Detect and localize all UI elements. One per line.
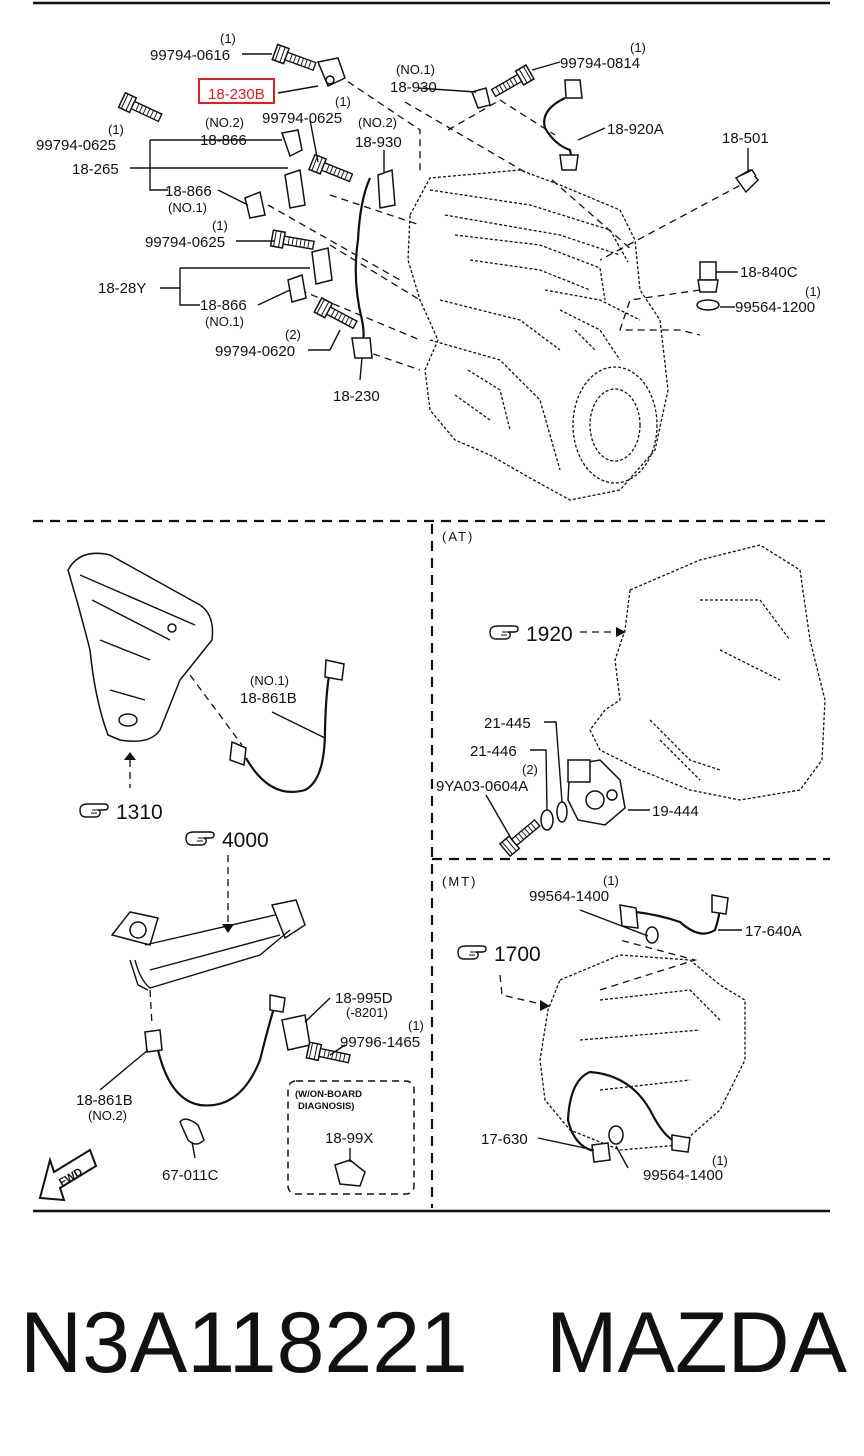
qty-99794-0814: (1) bbox=[630, 40, 646, 55]
section-at-label: (AT) bbox=[442, 529, 474, 544]
manifold-section: (NO.1) 18-861B 1310 bbox=[67, 552, 345, 824]
label-18-99X: 18-99X bbox=[325, 1130, 373, 1147]
note-18-930-no2: (NO.2) bbox=[358, 115, 397, 130]
highlight-box bbox=[198, 78, 275, 104]
note-18-995D: (-8201) bbox=[346, 1005, 388, 1020]
label-67-011C: 67-011C bbox=[162, 1167, 219, 1184]
label-99796-1465: 99796-1465 bbox=[340, 1034, 420, 1051]
label-18-861B-no2: 18-861B bbox=[76, 1092, 133, 1109]
qty-99796-1465: (1) bbox=[408, 1018, 424, 1033]
label-99564-1400-b: 99564-1400 bbox=[643, 1167, 723, 1184]
qty-9YA03: (2) bbox=[522, 762, 538, 777]
brand-caption: MAZDA bbox=[546, 1295, 848, 1391]
label-18-920A: 18-920A bbox=[607, 121, 664, 138]
obd-note-line-1: (W/ON-BOARD bbox=[295, 1089, 362, 1100]
label-21-446: 21-446 bbox=[470, 743, 517, 760]
label-18-861B-no1: 18-861B bbox=[240, 690, 297, 707]
qty-99564-1200: (1) bbox=[805, 284, 821, 299]
obd-note-line-2: DIAGNOSIS) bbox=[298, 1101, 354, 1112]
label-18-840C: 18-840C bbox=[740, 264, 798, 281]
ref-1700: 1700 bbox=[494, 943, 541, 966]
qty-99794-0616: (1) bbox=[220, 31, 236, 46]
label-19-444: 19-444 bbox=[652, 803, 699, 820]
section-mt-label: (MT) bbox=[442, 874, 477, 889]
qty-99794-0625-b: (1) bbox=[335, 94, 351, 109]
fwd-arrow-icon: FWD bbox=[38, 1148, 98, 1202]
qty-99794-0625-c: (1) bbox=[212, 218, 228, 233]
exhaust-pipe-section: 4000 18-995D (-8201) (1) 99796-1465 18-8… bbox=[38, 829, 424, 1202]
note-18-866-no1-b: (NO.1) bbox=[205, 314, 244, 329]
qty-99564-1400-b: (1) bbox=[712, 1153, 728, 1168]
sensor-18-230B-shape bbox=[271, 43, 346, 88]
note-18-930-no1: (NO.1) bbox=[396, 62, 435, 77]
label-17-640A: 17-640A bbox=[745, 923, 802, 940]
label-99794-0814: 99794-0814 bbox=[560, 55, 640, 72]
ref-1310: 1310 bbox=[116, 801, 163, 824]
qty-99794-0625-a: (1) bbox=[108, 122, 124, 137]
at-section: (AT) 1920 21-445 21-446 (2) 9YA03-0604A … bbox=[436, 529, 826, 857]
label-18-995D: 18-995D bbox=[335, 990, 393, 1007]
label-17-630: 17-630 bbox=[481, 1131, 528, 1148]
qty-99794-0620: (2) bbox=[285, 327, 301, 342]
engine-block bbox=[407, 169, 669, 501]
note-18-861B-no2: (NO.2) bbox=[88, 1108, 127, 1123]
label-99794-0625-a: 99794-0625 bbox=[36, 137, 116, 154]
ref-1920: 1920 bbox=[526, 623, 573, 646]
top-section: (1) 99794-0616 18-230B (NO.1) 18-930 (1)… bbox=[33, 1, 830, 501]
label-18-866-no1-a: 18-866 bbox=[165, 183, 212, 200]
label-18-230: 18-230 bbox=[333, 388, 380, 405]
label-99794-0616: 99794-0616 bbox=[150, 47, 230, 64]
label-18-28Y: 18-28Y bbox=[98, 280, 146, 297]
label-18-230B: 18-230B bbox=[208, 86, 265, 103]
qty-99564-1400-a: (1) bbox=[603, 873, 619, 888]
obd-box bbox=[287, 1080, 415, 1195]
label-99794-0625-c: 99794-0625 bbox=[145, 234, 225, 251]
note-18-866-no1-a: (NO.1) bbox=[168, 200, 207, 215]
label-18-930-no1: 18-930 bbox=[390, 79, 437, 96]
label-99564-1200: 99564-1200 bbox=[735, 299, 815, 316]
label-18-866-no2: 18-866 bbox=[200, 132, 247, 149]
label-9YA03-0604A: 9YA03-0604A bbox=[436, 778, 528, 795]
label-18-866-no1-b: 18-866 bbox=[200, 297, 247, 314]
note-18-866-no2: (NO.2) bbox=[205, 115, 244, 130]
label-21-445: 21-445 bbox=[484, 715, 531, 732]
label-18-265: 18-265 bbox=[72, 161, 119, 178]
label-18-501: 18-501 bbox=[722, 130, 769, 147]
label-99794-0620: 99794-0620 bbox=[215, 343, 295, 360]
label-99564-1400-a: 99564-1400 bbox=[529, 888, 609, 905]
label-18-930-no2: 18-930 bbox=[355, 134, 402, 151]
mt-section: (MT) (1) 99564-1400 17-640A 1700 17-630 … bbox=[442, 873, 802, 1184]
note-18-861B-no1: (NO.1) bbox=[250, 673, 289, 688]
label-99794-0625-b: 99794-0625 bbox=[262, 110, 342, 127]
part-number-caption: N3A118221 bbox=[20, 1295, 468, 1391]
ref-4000: 4000 bbox=[222, 829, 269, 852]
